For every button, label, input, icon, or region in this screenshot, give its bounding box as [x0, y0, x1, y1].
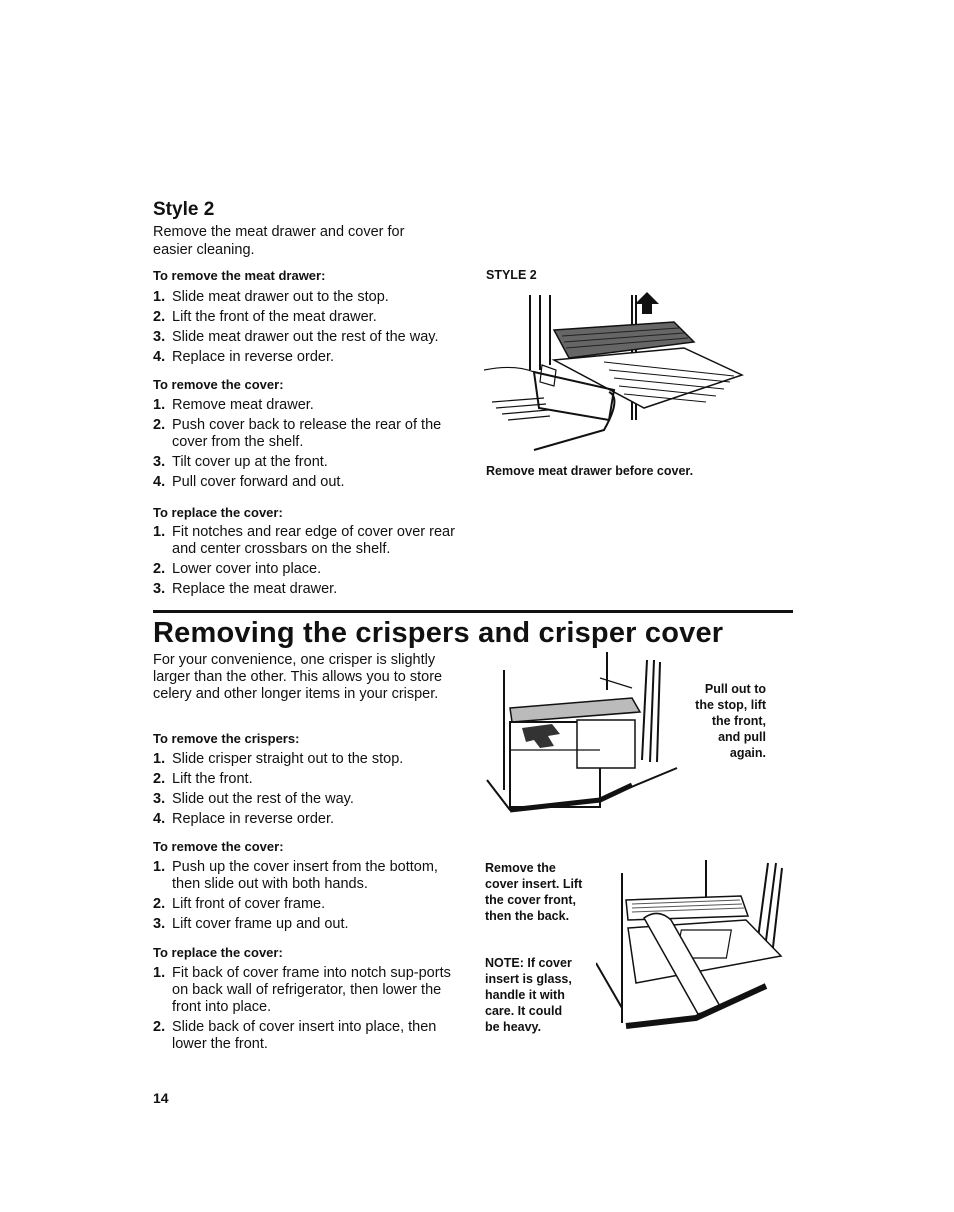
- style2-intro: Remove the meat drawer and cover for eas…: [153, 224, 405, 258]
- replace-crisper-cover-steps: 1.Fit back of cover frame into notch sup…: [153, 965, 458, 1053]
- list-item: 3.Tilt cover up at the front.: [153, 454, 328, 470]
- list-item: 1.Slide meat drawer out to the stop.: [153, 289, 389, 305]
- drawer-steps: 1.Slide meat drawer out to the stop. 2.L…: [153, 289, 463, 366]
- remove-crispers-heading: To remove the crispers:: [153, 731, 300, 746]
- crispers-intro: For your convenience, one crisper is sli…: [153, 652, 443, 702]
- list-item: 2.Slide back of cover insert into place,…: [153, 1019, 437, 1052]
- style-heading: Style 2: [153, 199, 215, 220]
- figure-label: STYLE 2: [486, 268, 537, 282]
- list-item: 1.Slide crisper straight out to the stop…: [153, 751, 404, 767]
- list-item: 3.Slide out the rest of the way.: [153, 791, 354, 807]
- list-item: 2.Lower cover into place.: [153, 561, 322, 577]
- remove-crispers-steps: 1.Slide crisper straight out to the stop…: [153, 751, 458, 828]
- replace-cover-heading: To replace the cover:: [153, 505, 283, 520]
- list-item: 2.Push cover back to release the rear of…: [153, 417, 442, 450]
- remove-cover-heading: To remove the cover:: [153, 377, 284, 392]
- list-item: 2.Lift the front of the meat drawer.: [153, 309, 377, 325]
- meat-drawer-illustration: [484, 292, 745, 451]
- glass-note: NOTE: If cover insert is glass, handle i…: [485, 956, 572, 1034]
- remove-cover-steps: 1.Remove meat drawer. 2.Push cover back …: [153, 397, 463, 491]
- list-item: 4.Replace in reverse order.: [153, 811, 334, 827]
- list-item: 3.Lift cover frame up and out.: [153, 916, 349, 932]
- replace-crisper-cover-heading: To replace the cover:: [153, 945, 283, 960]
- section-divider: [153, 610, 793, 613]
- list-item: 4.Replace in reverse order.: [153, 349, 334, 365]
- crisper-pull-illustration: [486, 652, 678, 813]
- remove-crisper-cover-steps: 1.Push up the cover insert from the bott…: [153, 859, 458, 933]
- caption-remove-cover: Remove the cover insert. Lift the cover …: [485, 861, 583, 923]
- list-item: 3.Slide meat drawer out the rest of the …: [153, 329, 439, 345]
- list-item: 1.Fit back of cover frame into notch sup…: [153, 965, 451, 1015]
- drawer-heading: To remove the meat drawer:: [153, 268, 326, 283]
- list-item: 3.Replace the meat drawer.: [153, 581, 338, 597]
- list-item: 1.Fit notches and rear edge of cover ove…: [153, 524, 455, 557]
- crisper-cover-illustration: [596, 860, 783, 1029]
- figure-caption: Remove meat drawer before cover.: [486, 464, 694, 478]
- list-item: 2.Lift the front.: [153, 771, 253, 787]
- list-item: 1.Remove meat drawer.: [153, 397, 314, 413]
- replace-cover-steps: 1.Fit notches and rear edge of cover ove…: [153, 524, 463, 598]
- page-number: 14: [153, 1090, 169, 1106]
- list-item: 2.Lift front of cover frame.: [153, 896, 326, 912]
- section-title: Removing the crispers and crisper cover: [153, 617, 724, 649]
- list-item: 4.Pull cover forward and out.: [153, 474, 345, 490]
- remove-crisper-cover-heading: To remove the cover:: [153, 839, 284, 854]
- caption-pull-out: Pull out to the stop, lift the front, an…: [695, 682, 766, 760]
- list-item: 1.Push up the cover insert from the bott…: [153, 859, 438, 892]
